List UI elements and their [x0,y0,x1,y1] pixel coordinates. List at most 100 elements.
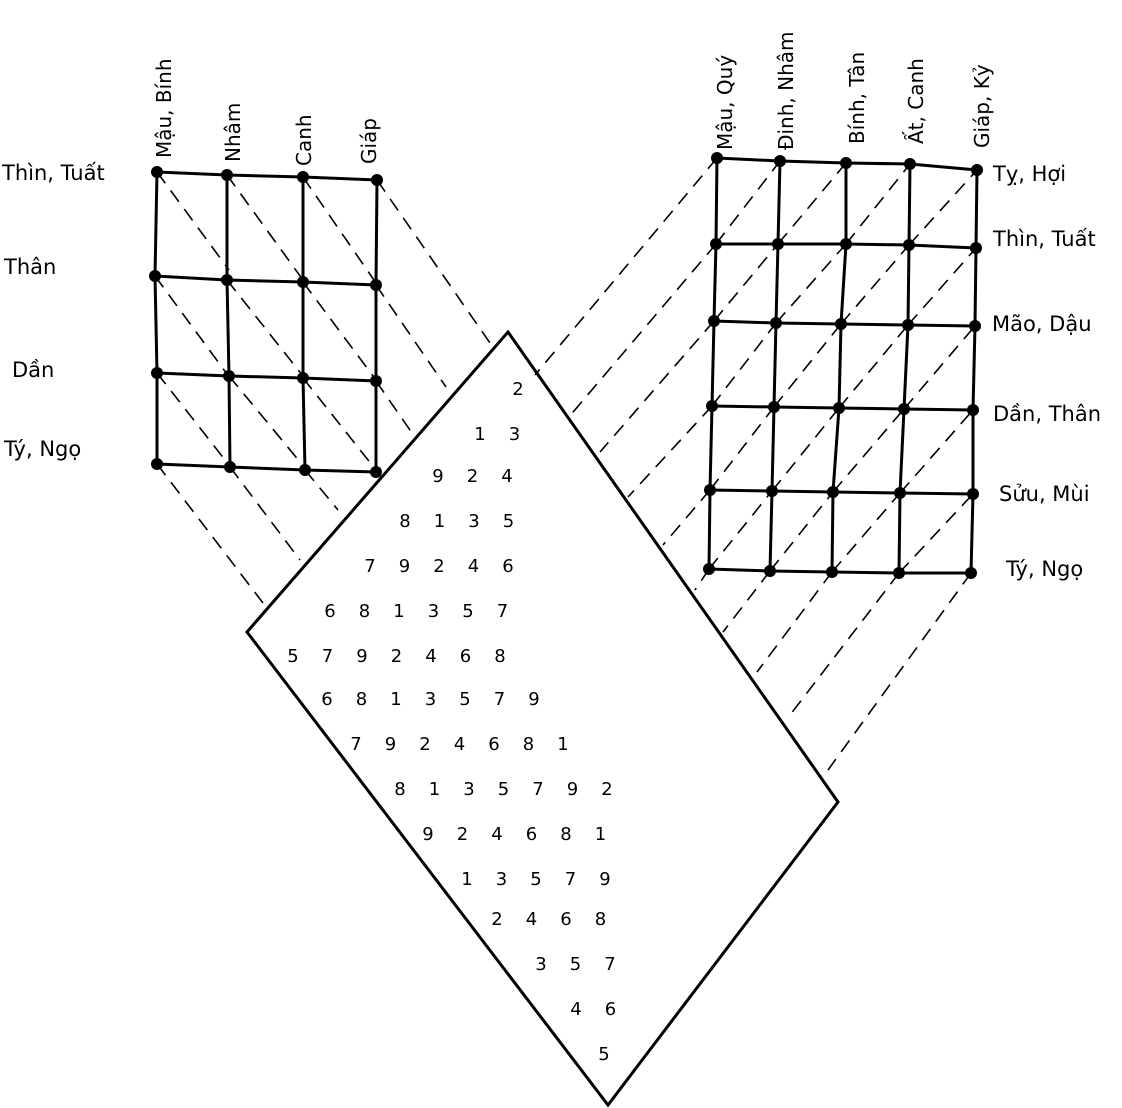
diamond-number: 2 [512,379,523,400]
diamond-number: 2 [601,779,612,800]
diamond-number: 1 [474,424,485,445]
diamond-number: 9 [567,779,578,800]
left-grid-node [297,171,309,183]
left-col-label: Giáp [357,118,381,164]
diamond-number: 7 [350,734,361,755]
dashed-line [302,281,377,381]
right-grid-node [833,402,845,414]
left-row-line [154,274,377,287]
right-col-label: Bính, Tân [845,52,869,144]
dashed-line [228,375,306,469]
dashed-line [711,322,777,407]
left-row-label: Thân [3,255,56,279]
diamond-number: 4 [526,909,537,930]
dashed-line [713,243,779,322]
diamond-number: 5 [570,954,581,975]
diamond-number: 7 [497,601,508,622]
right-column-line [897,163,912,574]
right-grid-node [772,238,784,250]
diamond-number: 2 [467,466,478,487]
diamond-number: 5 [530,869,541,890]
right-row-label: Tý, Ngọ [1005,557,1083,581]
diamond-number: 1 [557,734,568,755]
diamond-number: 2 [391,646,402,667]
diamond-number: 6 [324,601,335,622]
dashed-line [771,407,840,492]
dashed-line [838,324,909,409]
right-grid-node [835,318,847,330]
dashed-line [899,409,974,494]
diamond-number: 8 [523,734,534,755]
left-col-label: Nhâm [221,103,245,162]
diamond-number: 7 [364,556,375,577]
dashed-line [156,463,264,604]
diamond-number: 7 [565,869,576,890]
dashed-line [773,323,842,408]
dashed-line [375,284,447,388]
right-grid-node [827,486,839,498]
right-row-label: Mão, Dậu [992,312,1092,336]
dashed-line [840,244,910,325]
dashed-line [534,157,718,376]
dashed-line [226,279,304,377]
left-col-label: Mậu, Bính [152,58,176,158]
left-grid-node [371,174,383,186]
diamond-number: 3 [428,601,439,622]
dashed-line [907,247,977,326]
diamond-number: 4 [468,556,479,577]
dashed-line [662,489,711,546]
diamond-number: 5 [459,689,470,710]
diamond-number: 1 [434,511,445,532]
dashed-line [722,570,771,633]
diamond-number: 3 [468,511,479,532]
diamond-number: 3 [463,779,474,800]
dashed-line [832,408,905,493]
left-grid-node [151,458,163,470]
diamond-number: 8 [394,779,405,800]
dashed-line [845,163,911,245]
dashed-line [708,490,773,570]
dashed-line [709,406,775,491]
diamond-number: 4 [491,824,502,845]
diamond-number: 5 [498,779,509,800]
right-grid-node [711,152,723,164]
diamond-number: 1 [393,601,404,622]
dashed-line [756,571,833,673]
right-row-label: Sửu, Mùi [999,482,1090,506]
left-grid-node [299,464,311,476]
number-diamond [245,329,840,1108]
diamond-number: 1 [390,689,401,710]
diamond-number: 1 [461,869,472,890]
right-row-label: Dần, Thân [993,402,1101,426]
diamond-number: 1 [429,779,440,800]
dashed-line [627,405,713,498]
left-grid [149,166,383,478]
dashed-line [599,320,715,453]
dashed-line [375,380,413,434]
dashed-line [831,492,901,573]
right-grid-node [967,488,979,500]
left-row-label: Tý, Ngọ [3,437,81,461]
diamond-number: 4 [501,466,512,487]
diamond-number: 6 [488,734,499,755]
dashed-line [789,572,900,716]
left-row-line [156,462,377,474]
right-grid-node [903,239,915,251]
diamond-number: 5 [598,1044,609,1065]
diamond-number: 2 [491,909,502,930]
diamond-number: 9 [599,869,610,890]
right-grid-node [969,320,981,332]
left-row-line [156,170,378,182]
dashed-line [567,243,717,419]
diamond-number: 8 [399,511,410,532]
diamond-number: 6 [460,646,471,667]
left-grid-node [151,166,163,178]
diamond-number: 3 [509,424,520,445]
right-grid [703,152,983,579]
right-grid-node [708,315,720,327]
right-grid-node [898,403,910,415]
diamond-number: 7 [604,954,615,975]
dashed-line [775,243,847,324]
right-grid-node [706,400,718,412]
